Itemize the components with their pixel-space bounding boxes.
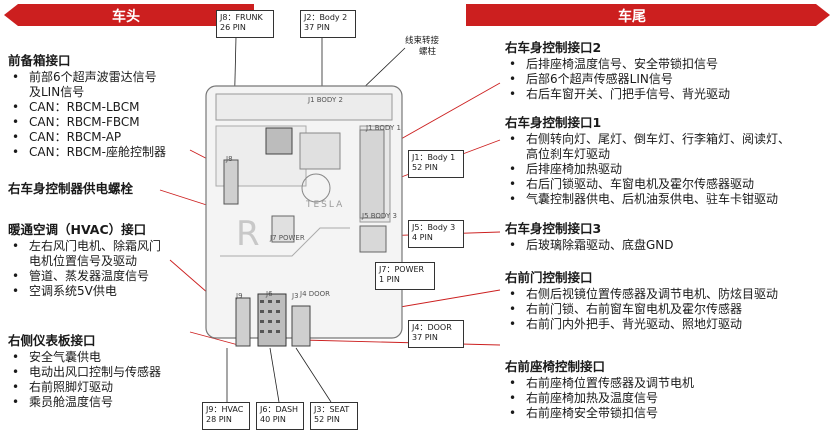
j9-label-name: J9：HVAC — [206, 405, 244, 414]
list-item: 后玻璃除霜驱动、底盘GND — [505, 238, 674, 253]
j6-label: J6：DASH 40 PIN — [256, 402, 304, 430]
board-power-text: J7 POWER — [270, 234, 305, 242]
list-item: 右前门内外把手、背光驱动、照地灯驱动 — [505, 317, 778, 332]
power-bolt-title: 右车身控制器供电螺栓 — [8, 181, 134, 196]
list-item: 右前座椅位置传感器及调节电机 — [505, 376, 694, 391]
front-banner: 车头 — [4, 4, 254, 26]
j3-label: J3：SEAT 52 PIN — [310, 402, 358, 430]
body-controller-board — [205, 85, 403, 347]
j1-label-pins: 52 PIN — [412, 163, 438, 172]
board-big-r: R — [236, 214, 260, 254]
list-item: 右侧转向灯、尾灯、倒车灯、行李箱灯、阅读灯、高位刹车灯驱动 — [505, 132, 790, 162]
hvac-interface-title: 暖通空调（HVAC）接口 — [8, 222, 147, 237]
rear-banner-label: 车尾 — [618, 9, 646, 25]
front-door-interface-section: 右前门控制接口 右侧后视镜位置传感器及调节电机、防炫目驱动 右前门锁、右前窗车窗… — [505, 270, 778, 332]
board-brand-text: TESLA — [306, 200, 345, 210]
j3-label-name: J3：SEAT — [314, 405, 350, 414]
list-item: 右前座椅加热及温度信号 — [505, 391, 694, 406]
list-item: 右前照脚灯驱动 — [8, 380, 161, 395]
j8-label-pins: 26 PIN — [220, 23, 246, 32]
list-item: 空调系统5V供电 — [8, 284, 161, 299]
board-body3-text: J5 BODY 3 — [362, 212, 397, 220]
list-item: 后排座椅温度信号、安全带锁扣信号 — [505, 57, 730, 72]
board-j8-text: J8 — [226, 155, 233, 163]
list-item: 管道、蒸发器温度信号 — [8, 269, 161, 284]
body3-interface-section: 右车身控制接口3 后玻璃除霜驱动、底盘GND — [505, 221, 674, 253]
board-j4-door-text: J4 DOOR — [300, 290, 331, 298]
list-item: 电动出风口控制与传感器 — [8, 365, 161, 380]
j3-label-pins: 52 PIN — [314, 415, 340, 424]
list-item: CAN：RBCM-AP — [8, 130, 166, 145]
j7-label-pins: 1 PIN — [379, 275, 400, 284]
list-item: CAN：RBCM-LBCM — [8, 100, 166, 115]
j9-label: J9：HVAC 28 PIN — [202, 402, 250, 430]
list-item: 后排座椅加热驱动 — [505, 162, 790, 177]
harness-stud-line2: 螺柱 — [419, 47, 437, 57]
harness-stud-annotation: 线束转接 螺柱 — [405, 36, 439, 58]
j4-label: J4：DOOR 37 PIN — [408, 320, 464, 348]
front-seat-interface-section: 右前座椅控制接口 右前座椅位置传感器及调节电机 右前座椅加热及温度信号 右前座椅… — [505, 359, 694, 421]
board-j6-text: J6 — [266, 290, 273, 298]
body2-interface-title: 右车身控制接口2 — [505, 40, 602, 55]
left-arrow-shape — [4, 4, 254, 26]
board-j9-text: J9 — [236, 292, 243, 300]
j9-label-pins: 28 PIN — [206, 415, 232, 424]
j2-label-pins: 37 PIN — [304, 23, 330, 32]
list-item: 右后门锁驱动、车窗电机及霍尔传感器驱动 — [505, 177, 790, 192]
j5-label-pins: 4 PIN — [412, 233, 433, 242]
list-item: 气囊控制器供电、后机油泵供电、驻车卡钳驱动 — [505, 192, 790, 207]
board-j1-body2-text: J1 BODY 2 — [308, 96, 343, 104]
j6-label-name: J6：DASH — [260, 405, 299, 414]
front-banner-label: 车头 — [112, 9, 140, 25]
list-item: 乘员舱温度信号 — [8, 395, 161, 410]
harness-stud-line1: 线束转接 — [405, 36, 440, 46]
front-door-interface-title: 右前门控制接口 — [505, 270, 593, 285]
body1-interface-section: 右车身控制接口1 右侧转向灯、尾灯、倒车灯、行李箱灯、阅读灯、高位刹车灯驱动 后… — [505, 115, 790, 207]
list-item: 右前座椅安全带锁扣信号 — [505, 406, 694, 421]
front-seat-interface-title: 右前座椅控制接口 — [505, 359, 606, 374]
list-item: 安全气囊供电 — [8, 350, 161, 365]
j1-label-name: J1：Body 1 — [412, 153, 456, 162]
list-item: CAN：RBCM-FBCM — [8, 115, 166, 130]
j6-label-pins: 40 PIN — [260, 415, 286, 424]
j8-label-name: J8：FRUNK — [220, 13, 263, 22]
power-bolt-section: 右车身控制器供电螺栓 — [8, 181, 133, 198]
frunk-interface-title: 前备箱接口 — [8, 53, 71, 68]
body2-interface-section: 右车身控制接口2 后排座椅温度信号、安全带锁扣信号 后部6个超声传感器LIN信号… — [505, 40, 730, 102]
body3-interface-title: 右车身控制接口3 — [505, 221, 602, 236]
j5-label: J5：Body 3 4 PIN — [408, 220, 464, 248]
j4-label-name: J4：DOOR — [412, 323, 452, 332]
j2-label: J2：Body 2 37 PIN — [300, 10, 356, 38]
rear-banner: 车尾 — [466, 4, 830, 26]
j7-label: J7：POWER 1 PIN — [375, 262, 435, 290]
j4-label-pins: 37 PIN — [412, 333, 438, 342]
board-j1-body1-text: J1 BODY 1 — [366, 124, 401, 132]
list-item: CAN：RBCM-座舱控制器 — [8, 145, 166, 160]
dash-interface-section: 右侧仪表板接口 安全气囊供电 电动出风口控制与传感器 右前照脚灯驱动 乘员舱温度… — [8, 333, 161, 410]
j1-label: J1：Body 1 52 PIN — [408, 150, 464, 178]
dash-interface-title: 右侧仪表板接口 — [8, 333, 96, 348]
j5-label-name: J5：Body 3 — [412, 223, 456, 232]
list-item: 后部6个超声传感器LIN信号 — [505, 72, 730, 87]
list-item: 右侧后视镜位置传感器及调节电机、防炫目驱动 — [505, 287, 778, 302]
body1-interface-title: 右车身控制接口1 — [505, 115, 602, 130]
board-j3-text: J3 — [292, 292, 299, 300]
list-item: 右后车窗开关、门把手信号、背光驱动 — [505, 87, 730, 102]
right-arrow-shape — [466, 4, 830, 26]
j7-label-name: J7：POWER — [379, 265, 425, 274]
j2-label-name: J2：Body 2 — [304, 13, 348, 22]
j8-label: J8：FRUNK 26 PIN — [216, 10, 274, 38]
list-item: 右前门锁、右前窗车窗电机及霍尔传感器 — [505, 302, 778, 317]
